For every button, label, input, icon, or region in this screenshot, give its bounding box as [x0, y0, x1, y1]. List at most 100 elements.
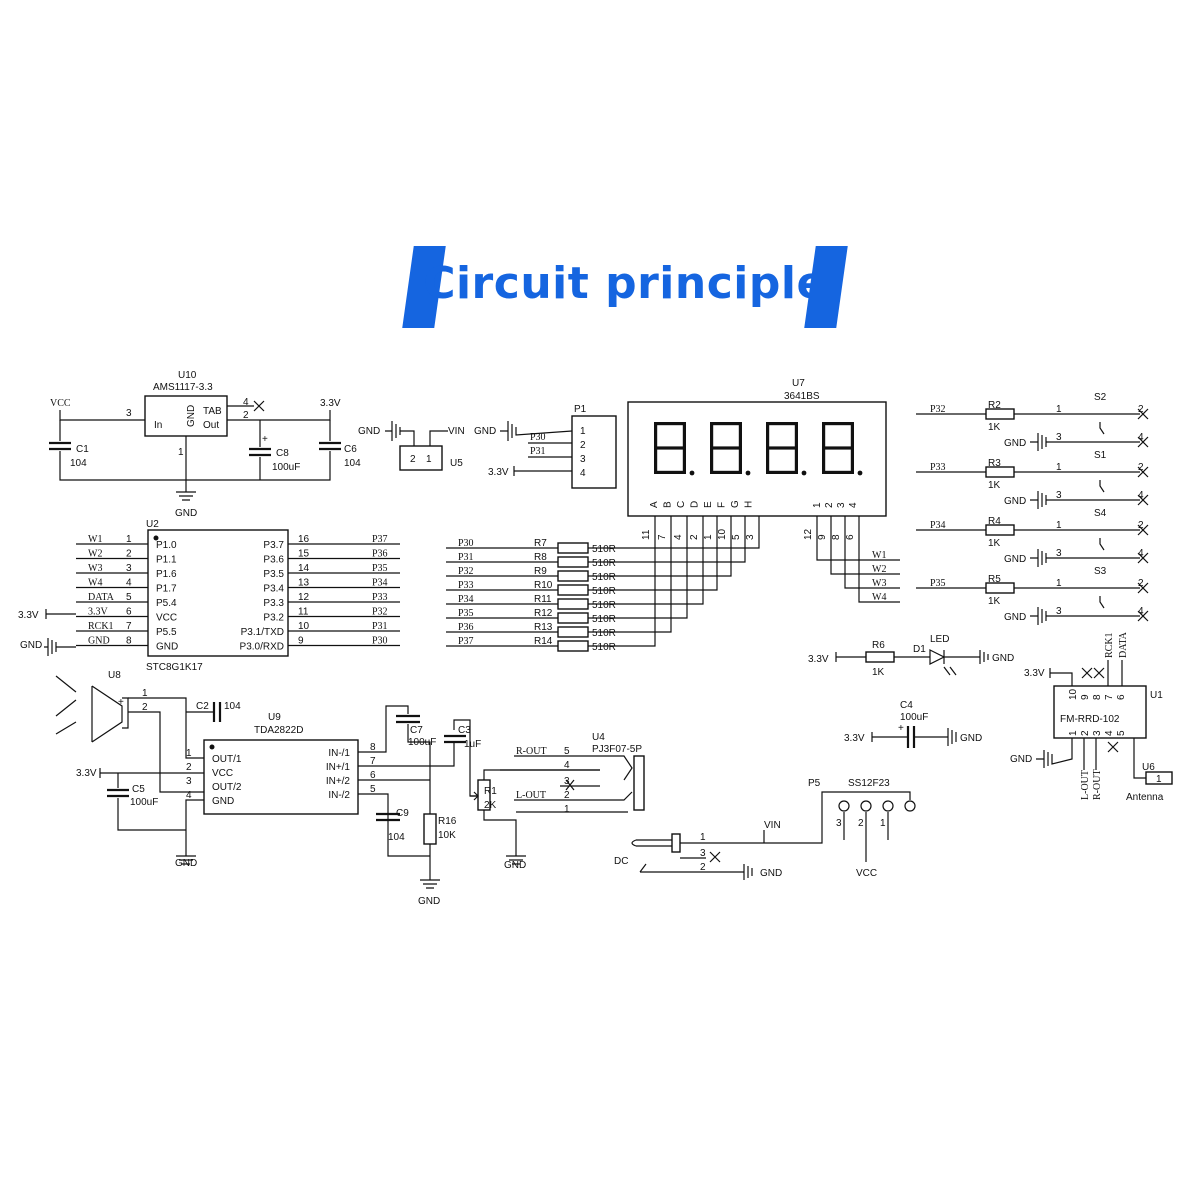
u2-left-pin-name: P1.1 [156, 555, 177, 566]
seven-segment-digit [710, 422, 751, 476]
u1-top-pin: 8 [1092, 694, 1103, 700]
resistor-icon [557, 570, 589, 582]
u2-right-pin-name: P3.3 [263, 598, 284, 609]
r16-val: 10K [438, 830, 456, 841]
digit-segment [710, 422, 714, 448]
u1-ground-icon [1036, 738, 1073, 768]
u2-left-pin-name: P1.0 [156, 540, 177, 551]
u2-right-pin-number: 12 [298, 592, 310, 603]
decimal-point-icon [801, 470, 807, 476]
p1-pin1: 1 [580, 426, 586, 437]
switch-ground-icon [1030, 607, 1047, 625]
u10-pin-out: Out [203, 420, 219, 431]
switch-group-ref: S2 [1094, 392, 1107, 403]
u1-top-leads [1107, 660, 1123, 686]
u1-bottom-pin: 3 [1092, 730, 1103, 736]
switch-pin-number: 3 [1056, 432, 1062, 443]
segment-wire [618, 516, 718, 591]
u2-body [147, 529, 289, 657]
c1-ref: C1 [76, 444, 89, 455]
digit-segment [654, 446, 686, 450]
u2-v33-label: 3.3V [18, 610, 39, 621]
u2-right-pin-number: 10 [298, 621, 310, 632]
u2-left-net: W1 [88, 534, 102, 545]
segment-letter: B [663, 501, 674, 508]
resistor-net: P35 [458, 608, 474, 619]
switch-pin-number: 4 [1138, 490, 1144, 501]
resistor-icon [557, 612, 589, 624]
jack-contacts-icon [600, 755, 633, 813]
u2-left-net: GND [88, 636, 110, 647]
c7-capacitor-icon [396, 714, 420, 724]
u2-left-pin-number: 8 [126, 636, 132, 647]
segment-letter: G [730, 500, 741, 508]
pullup-ref: R2 [988, 400, 1001, 411]
u4-part: PJ3F07-5P [592, 744, 642, 755]
nc-mark-icon [1137, 582, 1149, 594]
u9-right-pin-name: IN+/2 [326, 776, 351, 787]
u9-right-pin-number: 6 [370, 770, 376, 781]
u2-right-pin-number: 14 [298, 563, 310, 574]
pushbutton-icon [1099, 422, 1105, 435]
u1-top-pin: 10 [1068, 688, 1079, 700]
antenna-label: Antenna [1126, 792, 1164, 803]
c6-val: 104 [344, 458, 361, 469]
digit-segment [710, 446, 742, 450]
resistor-ref: R14 [534, 636, 553, 647]
segment-wire [618, 516, 688, 619]
led-v33-label: 3.3V [808, 654, 829, 665]
c4-v33-label: 3.3V [844, 733, 865, 744]
c6-capacitor-icon [319, 441, 341, 451]
resistor-ref: R11 [534, 594, 552, 605]
resistor-ref: R9 [534, 566, 547, 577]
u7-body [627, 401, 887, 517]
page-title: Circuit principle [423, 258, 827, 309]
pushbutton-icon [1099, 480, 1105, 493]
digit-segment [654, 470, 686, 474]
u4-rout-label: R-OUT [516, 746, 547, 757]
p5-vcc-label: VCC [856, 868, 877, 879]
segment-pin-number: 2 [689, 534, 700, 540]
nc-mark-icon [1137, 524, 1149, 536]
digit-segment [822, 470, 854, 474]
digit-segment [794, 422, 798, 448]
p1-ref: P1 [574, 404, 587, 415]
spk-wire-2 [128, 711, 204, 793]
dc-vin-label: VIN [764, 820, 781, 831]
led-gnd-label: GND [992, 653, 1014, 664]
segment-pin-number: 5 [731, 534, 742, 540]
u9-left-pin-name: OUT/1 [212, 754, 242, 765]
digit-pin-number: 9 [817, 534, 828, 540]
dc-label: DC [614, 856, 628, 867]
switch-p5: P5 SS12F23 3 2 1 VCC [808, 778, 916, 879]
d1-ref: D1 [913, 644, 926, 655]
p1-wire-3v3 [513, 466, 572, 476]
u9-right-pin-number: 5 [370, 784, 376, 795]
u2-left-pin-number: 3 [126, 563, 132, 574]
input-ground-icon [420, 879, 440, 889]
c8-ref: C8 [276, 448, 289, 459]
u5-wire-gnd [400, 430, 415, 446]
dc-ground-icon [640, 864, 753, 880]
led-d1: 3.3V R6 1K D1 LED GND [808, 634, 1014, 678]
u1-bottom-pin: 2 [1080, 730, 1091, 736]
digit-net-label: W3 [872, 578, 886, 589]
decimal-point-icon [689, 470, 695, 476]
segment-letter: C [676, 501, 687, 508]
u5-body [399, 445, 443, 471]
digit-segment [766, 470, 798, 474]
resistor-val: 510R [592, 628, 616, 639]
u2-right-net: P35 [372, 563, 388, 574]
speaker-plus: + [118, 697, 124, 708]
u9-right-pin-name: IN-/1 [328, 748, 350, 759]
u1-bottom-pin: 1 [1068, 730, 1079, 736]
led-light-rays-icon [943, 666, 957, 676]
u2-right-net: P37 [372, 534, 388, 545]
c8-plus: + [262, 434, 268, 445]
dc-gnd-label: GND [760, 868, 782, 879]
u4-pin5: 5 [564, 746, 570, 757]
resistor-val: 510R [592, 586, 616, 597]
resistor-icon [557, 584, 589, 596]
